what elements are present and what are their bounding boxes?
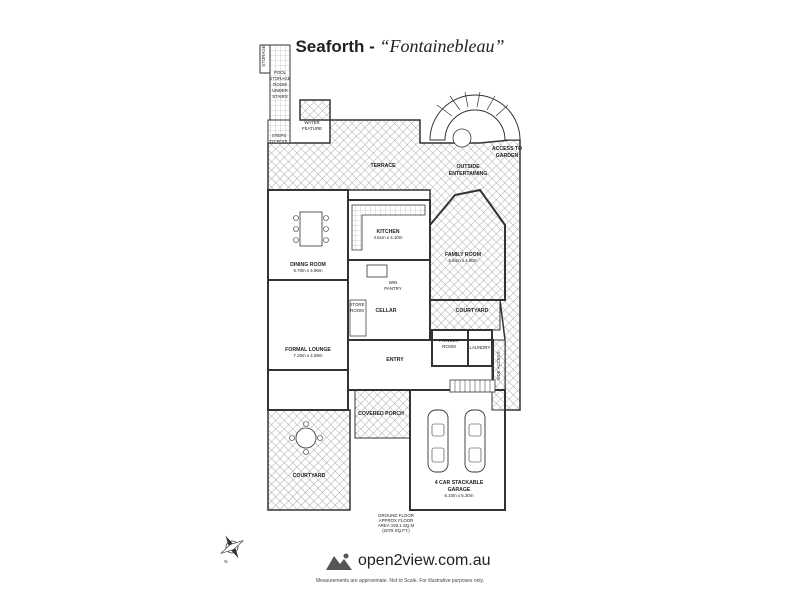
courtyard-table [289,421,323,455]
label-store-room-2: ROOM [350,308,364,313]
label-storage: STORAGE [261,45,266,66]
area-note-3: AREA 193.1 SQ.M [378,523,415,528]
label-pool-storage-4: UNDER [272,88,288,93]
compass-north: N [224,559,227,564]
label-cellar: CELLAR [375,308,396,314]
disclaimer-text: Measurements are approximate. Not to Sca… [315,578,485,584]
label-access-garden-1: ACCESS TO [492,146,522,152]
area-note: GROUND FLOOR APPROX FLOOR AREA 193.1 SQ.… [378,513,415,533]
label-kitchen: KITCHEN [376,229,399,235]
house-walls [267,188,506,511]
label-kitchen-size: 4.51m x 4.10m [373,235,402,240]
label-wine-pantry-2: PANTRY [384,286,401,291]
label-formal-lounge-size: 7.20m x 4.59m [293,353,322,358]
compass-icon: N [220,535,244,564]
label-steps-2: TO POOL [269,139,289,144]
plan-title-separator: - [364,37,380,56]
entry-stairs [449,379,496,393]
label-dining-room: DINING ROOM [290,262,326,268]
label-laundry: LAUNDRY [470,345,491,350]
pool-storage-block [259,44,291,144]
label-water-feature-2: FEATURE [302,126,322,131]
garage-cars [427,409,486,473]
plan-title-house-name: “Fontainebleau” [379,36,505,56]
label-pool-storage-2: STORAGE [269,76,290,81]
plan-title: Seaforth - “Fontainebleau” [0,36,800,57]
label-entry: ENTRY [386,357,404,363]
spiral-stairs [429,91,521,148]
label-pool-storage-5: STAIRS [272,94,288,99]
brand-link[interactable]: open2view.com.au [358,552,491,569]
covered-porch-paving [354,389,411,439]
terrace-paving [267,99,521,411]
label-access-garden-2: GARDEN [496,153,519,159]
label-powder-room-2: ROOM [442,344,456,349]
label-water-feature-1: WATER [304,120,319,125]
label-pool-storage-1: POOL [274,70,287,75]
area-note-2: APPROX FLOOR [379,518,414,523]
label-dining-room-size: 5.70m x 4.96m [293,268,322,273]
dining-table [293,211,329,247]
label-garage-2: GARAGE [448,487,471,493]
area-note-4: (2078 SQ.FT.) [382,528,410,533]
label-terrace: TERRACE [370,163,396,169]
label-formal-lounge: FORMAL LOUNGE [285,347,331,353]
label-store-room-1: STORE [349,302,364,307]
label-family-room-size: 5.64m x 4.50m [448,258,477,263]
label-powder-room-1: POWDER [439,338,459,343]
label-courtyard-lower: COURTYARD [293,473,326,479]
label-garage-1: 4 CAR STACKABLE [435,480,484,486]
area-note-1: GROUND FLOOR [378,513,414,518]
label-pool-storage-3: ROOM [273,82,287,87]
room-labels: STORAGE POOL STORAGE ROOM UNDER STAIRS S… [261,45,522,498]
courtyard-upper-paving [429,299,501,331]
label-covered-porch: COVERED PORCH [358,411,404,417]
label-outside-entertaining-1: OUTSIDE [456,164,480,170]
courtyard-lower-paving [267,409,351,511]
kitchen-benches [349,204,426,337]
label-family-room: FAMILY ROOM [445,252,481,258]
label-wine-pantry-1: WIN [389,280,398,285]
label-courtyard-upper: COURTYARD [456,308,489,314]
label-steps-1: STEPS [272,133,286,138]
brand-logo-icon [326,553,352,570]
plan-title-suburb: Seaforth [295,37,365,56]
label-side-access: SIDE ACCESS [496,351,501,380]
label-outside-entertaining-2: ENTERTAINING [449,171,488,177]
label-garage-size: 6.10m x 5.30m [444,493,473,498]
